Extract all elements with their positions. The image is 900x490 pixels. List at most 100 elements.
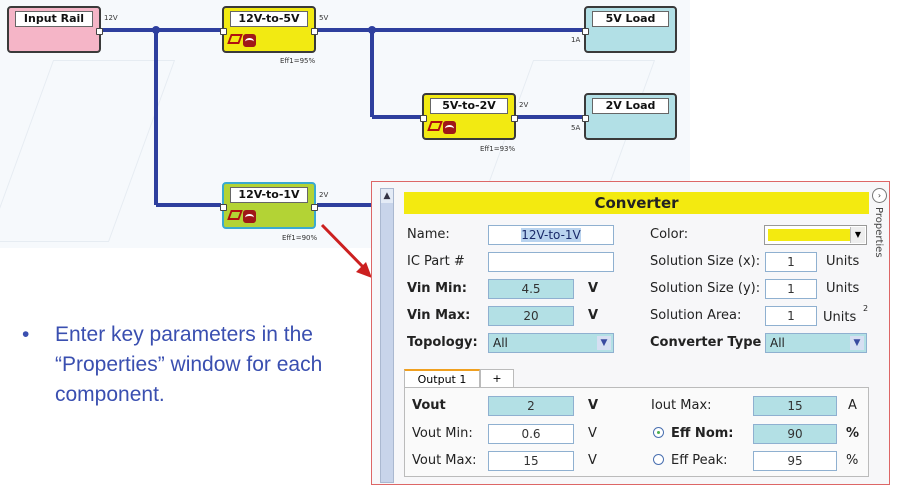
waveform-icon bbox=[243, 210, 256, 223]
chevron-down-icon: ▼ bbox=[850, 336, 864, 350]
block-converter-12v-to-1v[interactable]: 12V-to-1V bbox=[220, 182, 318, 229]
size-y-unit: Units bbox=[826, 281, 860, 296]
vout-min-label: Vout Min: bbox=[412, 426, 473, 441]
port-label: 2V bbox=[319, 191, 329, 199]
converter-icon bbox=[427, 121, 443, 131]
eff-peak-field[interactable]: 95 bbox=[753, 451, 837, 471]
ic-part-field[interactable] bbox=[488, 252, 614, 272]
eff-nom-unit: % bbox=[846, 426, 860, 441]
color-label: Color: bbox=[650, 227, 689, 242]
color-swatch bbox=[768, 229, 850, 241]
waveform-icon bbox=[243, 34, 256, 47]
vin-max-label: Vin Max: bbox=[407, 308, 471, 323]
name-field[interactable]: 12V-to-1V bbox=[488, 225, 614, 245]
iout-max-field[interactable]: 15 bbox=[753, 396, 837, 416]
watermark-shape bbox=[0, 60, 176, 242]
output-port[interactable] bbox=[511, 115, 518, 122]
scroll-up-icon[interactable]: ▲ bbox=[381, 189, 393, 203]
block-title: 12V-to-1V bbox=[230, 187, 308, 203]
area-unit-superscript: 2 bbox=[863, 304, 869, 313]
converter-icon bbox=[227, 34, 243, 44]
vin-max-field[interactable]: 20 bbox=[488, 306, 574, 326]
waveform-icon bbox=[443, 121, 456, 134]
chevron-down-icon: ▼ bbox=[597, 336, 611, 350]
iout-max-label: Iout Max: bbox=[651, 398, 712, 413]
properties-panel: ▲ Converter › Properties Name: 12V-to-1V… bbox=[371, 181, 890, 485]
block-load-5v[interactable]: 5V Load bbox=[582, 6, 677, 53]
topology-dropdown[interactable]: All ▼ bbox=[488, 333, 614, 353]
eff-peak-radio[interactable] bbox=[653, 454, 664, 465]
port-label: 5A bbox=[571, 124, 581, 132]
block-title: 2V Load bbox=[592, 98, 669, 114]
pointer-arrowhead bbox=[356, 262, 372, 278]
name-value: 12V-to-1V bbox=[521, 228, 581, 242]
bullet-dot: • bbox=[22, 323, 30, 346]
block-title: 5V Load bbox=[592, 11, 669, 27]
input-port[interactable] bbox=[220, 28, 227, 35]
block-title: Input Rail bbox=[15, 11, 93, 27]
converter-type-dropdown[interactable]: All ▼ bbox=[765, 333, 867, 353]
efficiency-label: Eff1=90% bbox=[282, 234, 318, 242]
block-converter-12v-to-5v[interactable]: 12V-to-5V bbox=[220, 6, 318, 53]
area-label: Solution Area: bbox=[650, 308, 742, 323]
tab-output-1[interactable]: Output 1 bbox=[404, 369, 480, 387]
vout-max-unit: V bbox=[588, 453, 597, 468]
iout-max-unit: A bbox=[848, 398, 857, 413]
block-converter-5v-to-2v[interactable]: 5V-to-2V bbox=[420, 93, 518, 140]
eff-peak-label: Eff Peak: bbox=[671, 453, 728, 468]
topology-label: Topology: bbox=[407, 335, 478, 350]
vout-label: Vout bbox=[412, 398, 446, 413]
tab-add-output[interactable]: + bbox=[480, 369, 514, 387]
vout-max-field[interactable]: 15 bbox=[488, 451, 574, 471]
vout-unit: V bbox=[588, 398, 599, 413]
size-y-field[interactable]: 1 bbox=[765, 279, 817, 299]
vin-min-field[interactable]: 4.5 bbox=[488, 279, 574, 299]
input-port[interactable] bbox=[582, 28, 589, 35]
output-port[interactable] bbox=[311, 28, 318, 35]
block-input-rail[interactable]: Input Rail bbox=[7, 6, 103, 53]
bullet-text: Enter key parameters in the “Properties”… bbox=[55, 323, 323, 406]
converter-type-label: Converter Type bbox=[650, 335, 762, 350]
output-port[interactable] bbox=[96, 28, 103, 35]
size-x-field[interactable]: 1 bbox=[765, 252, 817, 272]
port-label: 2V bbox=[519, 101, 529, 109]
properties-side-tab[interactable]: › Properties bbox=[872, 188, 888, 308]
size-x-unit: Units bbox=[826, 254, 860, 269]
eff-nom-field[interactable]: 90 bbox=[753, 424, 837, 444]
vin-min-label: Vin Min: bbox=[407, 281, 467, 296]
port-label: 12V bbox=[104, 14, 118, 22]
port-label: 5V bbox=[319, 14, 329, 22]
vin-max-unit: V bbox=[588, 308, 599, 323]
input-port[interactable] bbox=[582, 115, 589, 122]
vin-min-unit: V bbox=[588, 281, 599, 296]
vout-field[interactable]: 2 bbox=[488, 396, 574, 416]
area-unit: Units bbox=[823, 310, 857, 325]
size-y-label: Solution Size (y): bbox=[650, 281, 761, 296]
port-label: 1A bbox=[571, 36, 581, 44]
vout-min-field[interactable]: 0.6 bbox=[488, 424, 574, 444]
topology-value: All bbox=[493, 336, 508, 350]
scrollbar[interactable]: ▲ bbox=[380, 188, 394, 483]
chevron-down-icon: ▼ bbox=[850, 227, 865, 243]
eff-nom-radio[interactable] bbox=[653, 427, 664, 438]
size-x-label: Solution Size (x): bbox=[650, 254, 761, 269]
efficiency-label: Eff1=93% bbox=[480, 145, 516, 153]
eff-peak-unit: % bbox=[846, 453, 859, 468]
panel-header: Converter bbox=[404, 192, 869, 214]
vout-min-unit: V bbox=[588, 426, 597, 441]
area-field[interactable]: 1 bbox=[765, 306, 817, 326]
input-port[interactable] bbox=[220, 204, 227, 211]
converter-icon bbox=[227, 210, 243, 220]
input-port[interactable] bbox=[420, 115, 427, 122]
ic-part-label: IC Part # bbox=[407, 254, 465, 269]
block-load-2v[interactable]: 2V Load bbox=[582, 93, 677, 140]
output-port[interactable] bbox=[311, 204, 318, 211]
eff-nom-label: Eff Nom: bbox=[671, 426, 734, 441]
vout-max-label: Vout Max: bbox=[412, 453, 477, 468]
block-title: 5V-to-2V bbox=[430, 98, 508, 114]
converter-type-value: All bbox=[770, 336, 785, 350]
collapse-chevron-icon[interactable]: › bbox=[872, 188, 887, 203]
name-label: Name: bbox=[407, 227, 450, 242]
side-tab-label: Properties bbox=[873, 207, 884, 258]
color-picker[interactable]: ▼ bbox=[764, 225, 867, 245]
